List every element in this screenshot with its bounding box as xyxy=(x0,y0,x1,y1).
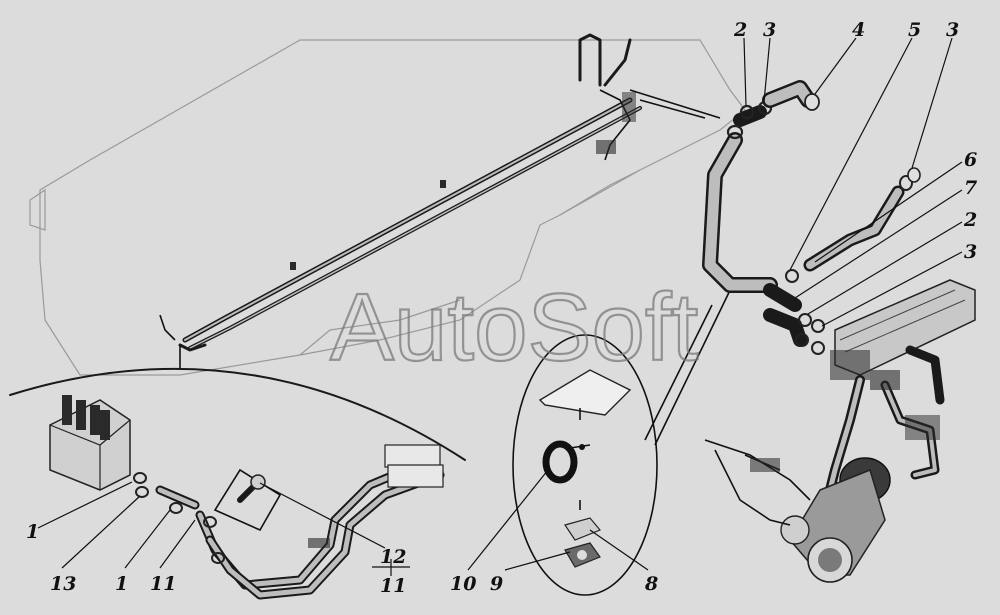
callout-3-right: 3 xyxy=(964,241,977,263)
overhead-pipeline xyxy=(159,33,642,352)
callout-3-upper-right: 3 xyxy=(946,19,959,41)
callout-11-left: 11 xyxy=(150,573,176,595)
right-pipe-assembly xyxy=(702,80,976,583)
callout-6: 6 xyxy=(964,149,977,171)
callout-5: 5 xyxy=(908,19,921,41)
detail-leaders xyxy=(179,89,736,446)
left-detail-panel xyxy=(9,367,466,600)
callout-10: 10 xyxy=(450,573,476,595)
callout-3-top: 3 xyxy=(763,19,776,41)
watermark: AutoSoft xyxy=(330,274,698,381)
leader-lines xyxy=(37,37,963,576)
callout-1-left: 1 xyxy=(26,521,39,543)
callout-12: 12 xyxy=(380,546,406,568)
callout-13: 13 xyxy=(50,573,76,595)
callout-1-bottom: 1 xyxy=(115,573,128,595)
callout-4: 4 xyxy=(852,19,865,41)
callout-labels: 1 13 1 11 12 11 10 9 8 2 3 4 5 3 6 7 2 3 xyxy=(26,19,977,597)
callout-8: 8 xyxy=(644,573,658,595)
clamp-detail-panel xyxy=(512,334,658,596)
callout-11-right: 11 xyxy=(380,575,406,597)
callout-7: 7 xyxy=(964,177,977,199)
callout-2-right: 2 xyxy=(963,209,977,231)
cab-outline xyxy=(29,39,746,376)
callout-9: 9 xyxy=(490,573,503,595)
callout-2-top: 2 xyxy=(733,19,747,41)
